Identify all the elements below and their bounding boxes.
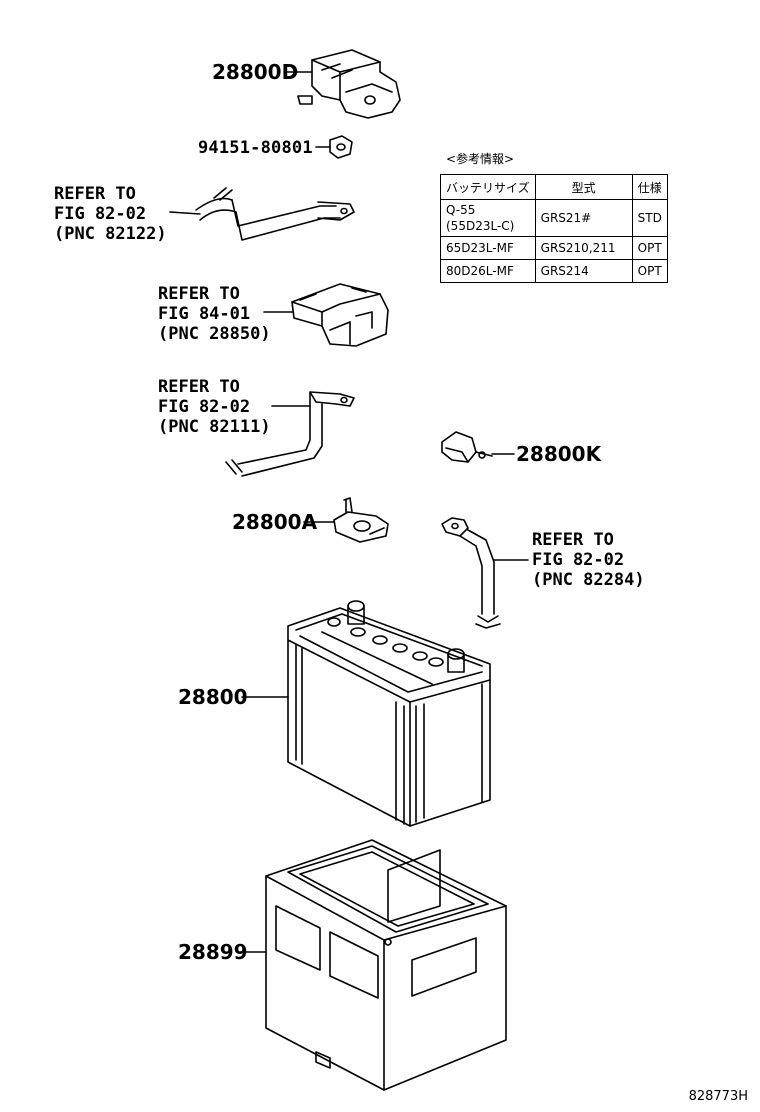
reference-line: REFER TO bbox=[158, 284, 240, 304]
reference-line: REFER TO bbox=[158, 377, 240, 397]
reference-line: (PNC 82111) bbox=[158, 417, 271, 437]
reference-line: (PNC 82122) bbox=[54, 224, 167, 244]
part-label-28899: 28899 bbox=[178, 940, 248, 964]
reference-info-title: <参考情報> bbox=[446, 152, 515, 166]
column-header: 型式 bbox=[534, 174, 633, 200]
table-row: 65D23L-MF GRS210,211 OPT bbox=[440, 236, 668, 260]
reference-note-82122: REFER TO FIG 82-02 (PNC 82122) bbox=[54, 184, 167, 244]
table-cell: 65D23L-MF bbox=[440, 236, 536, 260]
reference-note-82284: REFER TO FIG 82-02 (PNC 82284) bbox=[532, 530, 645, 590]
battery-tray-28899 bbox=[265, 839, 507, 1091]
table-cell: GRS214 bbox=[534, 259, 633, 283]
table-cell: Q-55 (55D23L-C) bbox=[440, 199, 536, 237]
table-cell: 80D26L-MF bbox=[440, 259, 536, 283]
cell-line: Q-55 bbox=[446, 203, 476, 217]
leader-82122 bbox=[169, 211, 201, 215]
reference-line: FIG 82-02 bbox=[158, 397, 251, 417]
table-cell: STD bbox=[631, 199, 668, 237]
reference-line: FIG 82-02 bbox=[54, 204, 147, 224]
battery-28800 bbox=[287, 600, 491, 827]
table-cell: OPT bbox=[631, 236, 668, 260]
cell-line: (55D23L-C) bbox=[446, 219, 515, 233]
table-header-row: バッテリサイズ 型式 仕様 bbox=[440, 174, 668, 200]
column-header: 仕様 bbox=[631, 174, 668, 200]
part-label-28800: 28800 bbox=[178, 685, 248, 709]
table-cell: GRS21# bbox=[534, 199, 633, 237]
reference-line: (PNC 28850) bbox=[158, 324, 271, 344]
reference-line: REFER TO bbox=[54, 184, 136, 204]
cable-82111 bbox=[225, 391, 355, 477]
reference-line: FIG 82-02 bbox=[532, 550, 625, 570]
reference-line: FIG 84-01 bbox=[158, 304, 251, 324]
table-cell: OPT bbox=[631, 259, 668, 283]
column-header: バッテリサイズ bbox=[440, 174, 536, 200]
block-28850 bbox=[291, 283, 389, 347]
nut-94151-80801 bbox=[329, 135, 353, 159]
part-label-28800K: 28800K bbox=[516, 442, 602, 466]
terminal-28800A bbox=[333, 497, 389, 543]
reference-note-28850: REFER TO FIG 84-01 (PNC 28850) bbox=[158, 284, 271, 344]
fusible-link-block-28800D bbox=[297, 49, 401, 119]
battery-spec-table: バッテリサイズ 型式 仕様 Q-55 (55D23L-C) GRS21# STD… bbox=[440, 174, 668, 283]
part-label-28800A: 28800A bbox=[232, 510, 318, 534]
part-label-94151-80801: 94151-80801 bbox=[198, 138, 313, 158]
illustration-code: 828773H bbox=[688, 1089, 748, 1104]
table-row: Q-55 (55D23L-C) GRS21# STD bbox=[440, 199, 668, 237]
cable-82122 bbox=[195, 187, 355, 241]
reference-line: REFER TO bbox=[532, 530, 614, 550]
reference-note-82111: REFER TO FIG 82-02 (PNC 82111) bbox=[158, 377, 271, 437]
clamp-28800K bbox=[441, 431, 493, 463]
reference-line: (PNC 82284) bbox=[532, 570, 645, 590]
table-row: 80D26L-MF GRS214 OPT bbox=[440, 259, 668, 283]
part-label-28800D: 28800D bbox=[212, 60, 299, 84]
cable-82284 bbox=[441, 517, 501, 629]
table-cell: GRS210,211 bbox=[534, 236, 633, 260]
